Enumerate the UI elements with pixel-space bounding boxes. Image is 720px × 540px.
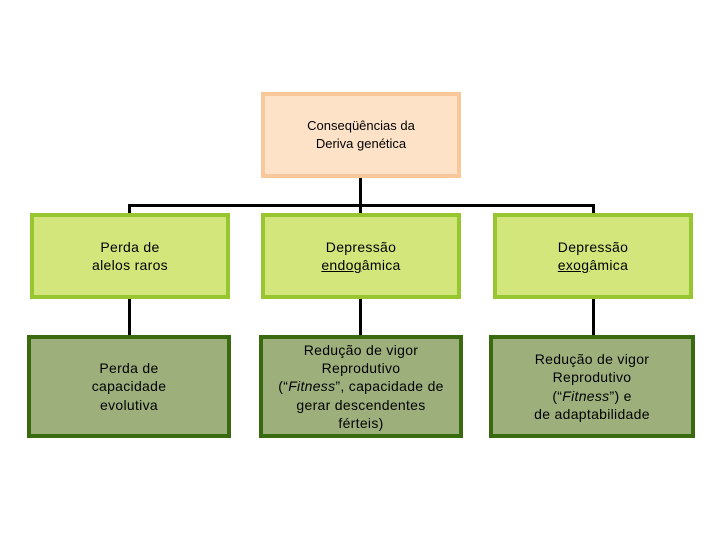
node-reducao-vigor-2-line1: Redução de vigor [534,351,650,368]
root-node-line2: Deriva genética [315,136,407,151]
node-reducao-vigor-2-fitness: Fitness [562,387,610,404]
node-depressao-exogamica: Depressão exogâmica [493,213,693,299]
root-node-line1: Conseqüências da [307,118,415,134]
node-perda-alelos-line1: Perda de [100,238,160,255]
node-depressao-exogamica-underlined: exog [557,257,590,273]
node-depressao-endogamica-line2: âmica [361,257,401,273]
node-reducao-vigor-adaptabilidade: Redução de vigor Reprodutivo (“Fitness”)… [489,335,695,438]
node-depressao-endogamica: Depressão endogâmica [261,213,461,299]
connector-drop-col2 [359,204,362,214]
node-reducao-vigor-1-line3-pre: (“ [278,378,289,395]
node-perda-capacidade-line3: evolutiva [100,396,158,413]
node-reducao-vigor-1-line2: Reprodutivo [321,360,401,377]
node-reducao-vigor-1-line1: Redução de vigor [303,342,419,359]
node-perda-alelos: Perda de alelos raros [30,213,230,299]
node-reducao-vigor-fertilidade: Redução de vigor Reprodutivo (“Fitness”,… [259,335,463,438]
connector-root-down [359,178,362,205]
connector-col1-lower [128,298,131,336]
connector-drop-col3 [592,204,595,214]
node-perda-capacidade-line2: capacidade [91,378,167,395]
node-reducao-vigor-1-line4: gerar descendentes [296,396,426,413]
node-reducao-vigor-2-line3-post: ”) e [609,387,632,404]
root-node-consequencias: Conseqüências da Deriva genética [261,92,461,178]
node-depressao-endogamica-line1: Depressão [325,238,397,255]
node-reducao-vigor-1-line3-post: ”, capacidade de [335,378,444,395]
node-perda-alelos-line2: alelos raros [92,257,168,273]
connector-col2-lower [359,298,362,336]
connector-drop-col1 [128,204,131,214]
node-depressao-endogamica-underlined: endog [321,257,362,273]
node-reducao-vigor-1-line5: férteis) [338,414,384,431]
node-reducao-vigor-2-line2: Reprodutivo [552,369,632,386]
node-reducao-vigor-1-fitness: Fitness [288,378,336,395]
node-perda-capacidade-line1: Perda de [99,360,159,377]
node-reducao-vigor-2-line4: de adaptabilidade [534,405,650,422]
node-reducao-vigor-2-line3-pre: (“ [552,387,563,404]
connector-col3-lower [592,298,595,336]
node-depressao-exogamica-line2: âmica [589,257,629,273]
node-depressao-exogamica-line1: Depressão [557,238,629,255]
node-perda-capacidade-evolutiva: Perda de capacidade evolutiva [27,335,231,438]
